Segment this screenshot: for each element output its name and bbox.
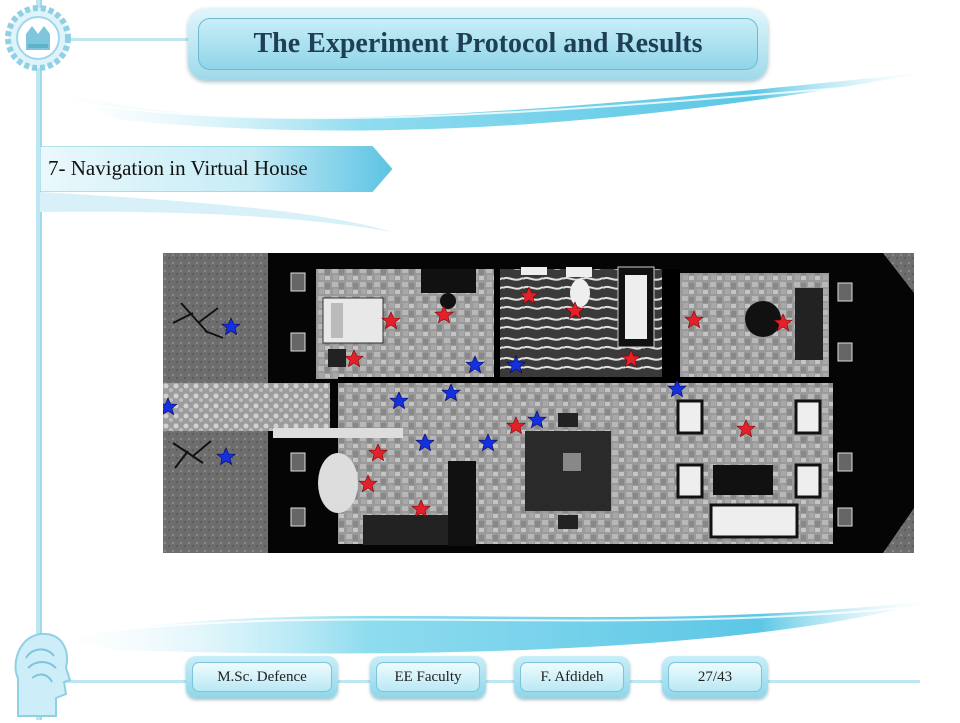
page-number: 27/43	[697, 669, 733, 685]
footer-page-box: 27/43	[662, 656, 768, 698]
footer-author: F. Afdideh	[540, 669, 604, 685]
slide-title-inner	[198, 18, 758, 70]
brain-head-icon	[10, 628, 72, 718]
footer-degree: M.Sc. Defence	[217, 669, 307, 685]
section-header: 7- Navigation in Virtual House	[40, 146, 392, 192]
footer-author-box: F. Afdideh	[514, 656, 630, 698]
footer-faculty-box: EE Faculty	[370, 656, 486, 698]
university-logo-icon	[4, 4, 72, 72]
footer-degree-box: M.Sc. Defence	[186, 656, 338, 698]
slide-title: The Experiment Protocol and Results	[253, 28, 703, 59]
virtual-house-floorplan-image	[158, 253, 914, 553]
section-title: 7- Navigation in Virtual House	[48, 156, 308, 180]
footer-faculty: EE Faculty	[394, 669, 462, 685]
slide-title-box: The Experiment Protocol and Results	[188, 8, 768, 80]
